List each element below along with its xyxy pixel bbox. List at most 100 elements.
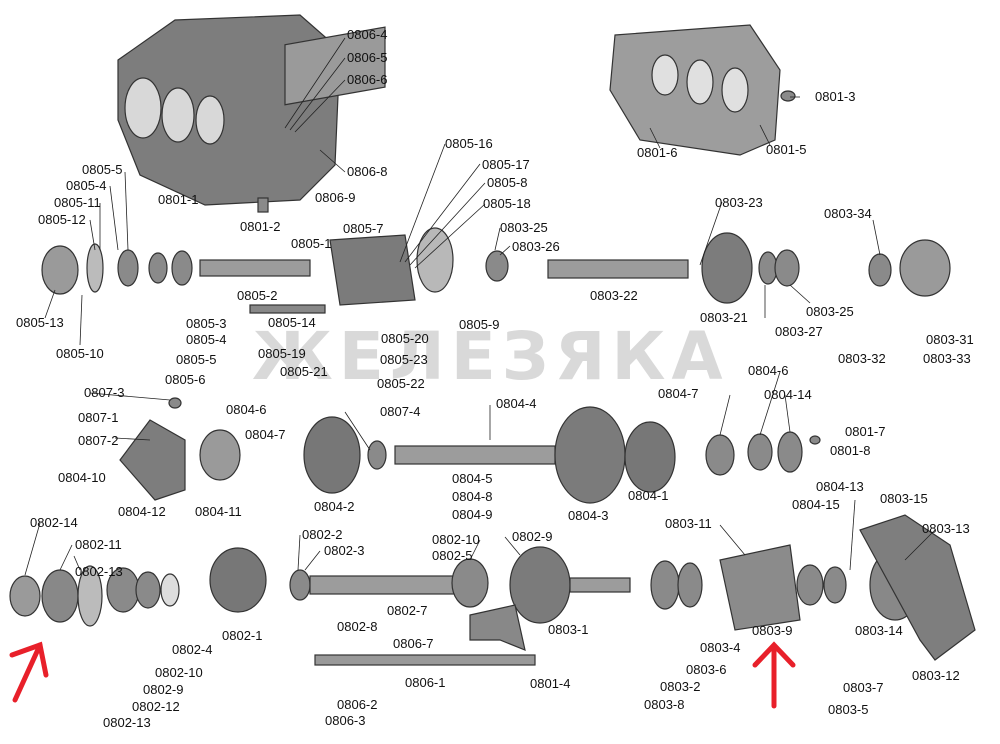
label-0803-8: 0803-8: [644, 697, 685, 712]
label-0805-4-top: 0805-4: [66, 178, 107, 193]
label-0806-2: 0806-2: [337, 697, 378, 712]
label-0805-22: 0805-22: [377, 376, 425, 391]
label-0806-8: 0806-8: [347, 164, 388, 179]
label-0802-7: 0802-7: [387, 603, 428, 618]
mainshaft-assembly: [209, 514, 976, 661]
label-0805-1: 0805-1: [291, 236, 332, 251]
label-0805-3: 0805-3: [186, 316, 227, 331]
label-0802-9-left: 0802-9: [143, 682, 184, 697]
label-0804-2: 0804-2: [314, 499, 355, 514]
label-0805-10: 0805-10: [56, 346, 104, 361]
label-0803-27: 0803-27: [775, 324, 823, 339]
label-0805-11: 0805-11: [54, 195, 101, 210]
label-0805-5-top: 0805-5: [82, 162, 123, 177]
label-0805-5-bottom: 0805-5: [176, 352, 217, 367]
label-0804-8: 0804-8: [452, 489, 493, 504]
label-0806-4: 0806-4: [347, 27, 388, 42]
label-0802-14: 0802-14: [30, 515, 78, 530]
label-0807-1: 0807-1: [78, 410, 119, 425]
label-0803-34: 0803-34: [824, 206, 872, 221]
label-0802-9-right: 0802-9: [512, 529, 553, 544]
label-0803-9: 0803-9: [752, 623, 793, 638]
label-0804-1: 0804-1: [628, 488, 669, 503]
label-0803-4: 0803-4: [700, 640, 741, 655]
label-0802-10-right: 0802-10: [432, 532, 480, 547]
label-0805-13: 0805-13: [16, 315, 64, 330]
output-bearing-assembly: [9, 565, 180, 627]
label-0803-21: 0803-21: [700, 310, 748, 325]
label-0803-12: 0803-12: [912, 668, 960, 683]
label-0802-3: 0802-3: [324, 543, 365, 558]
label-0804-5: 0804-5: [452, 471, 493, 486]
label-0805-9: 0805-9: [459, 317, 500, 332]
label-0805-7: 0805-7: [343, 221, 384, 236]
label-0802-8: 0802-8: [337, 619, 378, 634]
red-arrows: [9, 641, 796, 709]
label-0801-5: 0801-5: [766, 142, 807, 157]
label-0805-23: 0805-23: [380, 352, 428, 367]
label-0802-4: 0802-4: [172, 642, 213, 657]
label-0801-7: 0801-7: [845, 424, 886, 439]
label-0805-14: 0805-14: [268, 315, 316, 330]
label-0806-9: 0806-9: [315, 190, 356, 205]
label-0807-2: 0807-2: [78, 433, 119, 448]
label-0802-13-bottom: 0802-13: [103, 715, 151, 730]
label-0805-2: 0805-2: [237, 288, 278, 303]
leader-lines: [24, 37, 936, 576]
label-0803-31: 0803-31: [926, 332, 974, 347]
label-0802-13-top: 0802-13: [75, 564, 123, 579]
label-0805-19: 0805-19: [258, 346, 306, 361]
reverse-idler-assembly: [119, 397, 241, 501]
label-0803-23: 0803-23: [715, 195, 763, 210]
input-shaft-assembly: [41, 227, 509, 314]
label-0803-6: 0803-6: [686, 662, 727, 677]
label-0803-5: 0803-5: [828, 702, 869, 717]
label-0802-5: 0802-5: [432, 548, 473, 563]
plug-0801-2: [257, 197, 269, 213]
label-0804-7-left: 0804-7: [245, 427, 286, 442]
label-0806-7: 0806-7: [393, 636, 434, 651]
label-0801-2: 0801-2: [240, 219, 281, 234]
label-0803-25-left: 0803-25: [500, 220, 548, 235]
label-0804-7-right: 0804-7: [658, 386, 699, 401]
label-0804-9: 0804-9: [452, 507, 493, 522]
label-0805-16: 0805-16: [445, 136, 493, 151]
label-0805-4-bottom: 0805-4: [186, 332, 227, 347]
label-0802-10-left: 0802-10: [155, 665, 203, 680]
label-0803-26: 0803-26: [512, 239, 560, 254]
label-0803-32: 0803-32: [838, 351, 886, 366]
label-0805-12: 0805-12: [38, 212, 86, 227]
label-0805-21: 0805-21: [280, 364, 328, 379]
label-0807-4: 0807-4: [380, 404, 421, 419]
label-0803-22: 0803-22: [590, 288, 638, 303]
label-0806-3: 0806-3: [325, 713, 366, 728]
label-0803-11: 0803-11: [665, 516, 712, 531]
drain-plug: [780, 90, 796, 102]
label-0805-17: 0805-17: [482, 157, 530, 172]
label-0802-11: 0802-11: [75, 537, 122, 552]
cover-plate: [609, 24, 781, 156]
shift-fork-assembly: [314, 604, 536, 666]
label-0802-12: 0802-12: [132, 699, 180, 714]
countershaft-assembly: [547, 232, 951, 304]
label-0802-2: 0802-2: [302, 527, 343, 542]
label-0801-8: 0801-8: [830, 443, 871, 458]
label-0801-4: 0801-4: [530, 676, 571, 691]
label-0804-15: 0804-15: [792, 497, 840, 512]
label-0803-25-right: 0803-25: [806, 304, 854, 319]
label-0807-3: 0807-3: [84, 385, 125, 400]
label-0806-5: 0806-5: [347, 50, 388, 65]
label-0804-11: 0804-11: [195, 504, 242, 519]
label-0805-20: 0805-20: [381, 331, 429, 346]
label-0803-15: 0803-15: [880, 491, 928, 506]
label-0801-1: 0801-1: [158, 192, 199, 207]
label-0803-1: 0803-1: [548, 622, 589, 637]
label-0803-13: 0803-13: [922, 521, 970, 536]
watermark-text: ЖЕЛЕЗЯКА: [252, 318, 729, 395]
label-0805-18: 0805-18: [483, 196, 531, 211]
label-0804-13: 0804-13: [816, 479, 864, 494]
label-0804-6-left: 0804-6: [226, 402, 267, 417]
label-0803-14: 0803-14: [855, 623, 903, 638]
label-0803-2: 0803-2: [660, 679, 701, 694]
